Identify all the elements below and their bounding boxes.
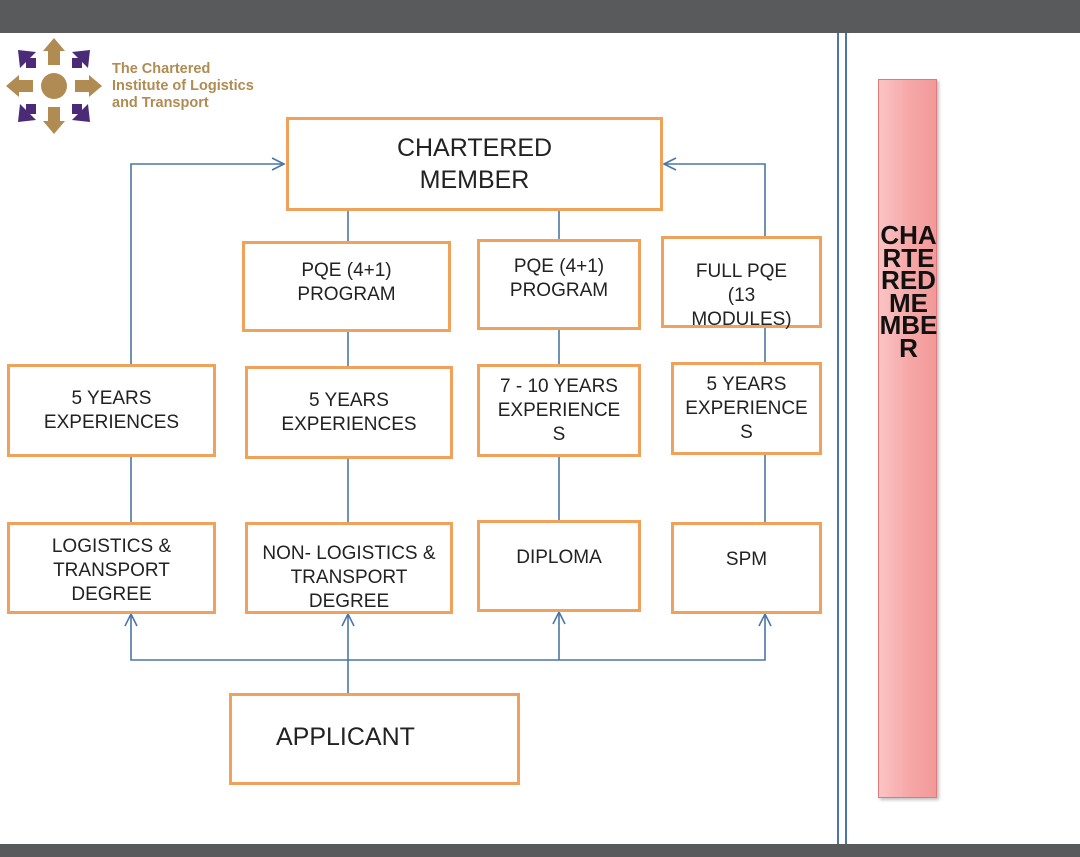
- exp4-line-3: S: [740, 421, 753, 443]
- banner-label: CHARTERED MEMBER: [879, 220, 938, 363]
- non-logistics-degree-node: NON- LOGISTICS & TRANSPORT DEGREE: [245, 522, 453, 614]
- nondegree-line-2: TRANSPORT: [290, 567, 408, 588]
- exp1-line-1: 5 YEARS: [71, 387, 152, 409]
- nondegree-line-3: DEGREE: [308, 591, 390, 612]
- logo-text: The Chartered Institute of Logistics and…: [112, 61, 254, 112]
- chartered-member-line-2: MEMBER: [419, 166, 530, 194]
- logistics-degree-node: LOGISTICS & TRANSPORT DEGREE: [7, 522, 216, 614]
- arrowhead-left-chartered: [271, 157, 286, 171]
- spm-label: SPM: [725, 549, 768, 570]
- arrowhead-nondegree: [341, 612, 355, 627]
- degree-line-3: DEGREE: [71, 584, 152, 605]
- fullpqe-line-2: (13: [727, 285, 756, 306]
- arrowhead-spm: [758, 612, 772, 627]
- exp4-line-1: 5 YEARS: [706, 373, 787, 395]
- pqe-program-node-2: PQE (4+1) PROGRAM: [477, 239, 641, 330]
- logo-line-2: Institute of Logistics: [112, 78, 254, 94]
- experience-node-1: 5 YEARS EXPERIENCES: [7, 364, 216, 457]
- connector-exp1-to-chartered: [130, 163, 284, 365]
- pqe2-line-2: PROGRAM: [509, 280, 609, 301]
- logo-line-3: and Transport: [112, 95, 209, 111]
- arrowhead-right-chartered: [662, 157, 677, 171]
- applicant-label: APPLICANT: [276, 723, 415, 751]
- bottom-bar: [0, 844, 1080, 857]
- exp3-line-2: EXPERIENCE: [497, 399, 621, 421]
- fullpqe-line-3: MODULES): [691, 309, 792, 330]
- experience-node-2: 5 YEARS EXPERIENCES: [245, 366, 453, 459]
- logo-line-1: The Chartered: [112, 61, 211, 77]
- ciltlogo-icon: [6, 38, 102, 134]
- top-bar: [0, 0, 1080, 33]
- experience-node-3: 7 - 10 YEARS EXPERIENCE S: [477, 364, 641, 457]
- connector-distribution-bus: [130, 614, 766, 661]
- arrowhead-diploma: [552, 610, 566, 625]
- spm-node: SPM: [671, 522, 822, 614]
- exp2-line-1: 5 YEARS: [309, 389, 389, 411]
- degree-line-2: TRANSPORT: [53, 560, 170, 581]
- exp3-line-3: S: [552, 423, 566, 445]
- diploma-label: DIPLOMA: [516, 547, 602, 568]
- applicant-node: APPLICANT: [229, 693, 520, 785]
- chartered-member-banner: CHARTERED MEMBER: [878, 79, 937, 798]
- exp1-line-2: EXPERIENCES: [43, 411, 180, 433]
- pqe1-line-1: PQE (4+1): [301, 260, 392, 281]
- diploma-node: DIPLOMA: [477, 520, 641, 612]
- full-pqe-node: FULL PQE (13 MODULES): [661, 236, 822, 330]
- chartered-member-line-1: CHARTERED: [396, 134, 553, 162]
- pqe2-line-1: PQE (4+1): [513, 256, 605, 277]
- exp2-line-2: EXPERIENCES: [281, 413, 417, 435]
- experience-node-4: 5 YEARS EXPERIENCE S: [671, 362, 822, 455]
- pqe-program-node-1: PQE (4+1) PROGRAM: [242, 241, 451, 332]
- fullpqe-line-1: FULL PQE: [695, 261, 788, 282]
- nondegree-line-1: NON- LOGISTICS &: [262, 543, 436, 564]
- divider-line-right: [845, 33, 847, 844]
- divider-line-left: [837, 33, 839, 844]
- exp3-line-1: 7 - 10 YEARS: [500, 375, 618, 397]
- degree-line-1: LOGISTICS &: [51, 536, 172, 557]
- exp4-line-2: EXPERIENCE: [685, 397, 808, 419]
- pqe1-line-2: PROGRAM: [297, 284, 396, 305]
- arrowhead-degree: [124, 612, 138, 627]
- chartered-member-node: CHARTERED MEMBER: [286, 117, 663, 211]
- connector-fullpqe-to-chartered: [664, 163, 766, 237]
